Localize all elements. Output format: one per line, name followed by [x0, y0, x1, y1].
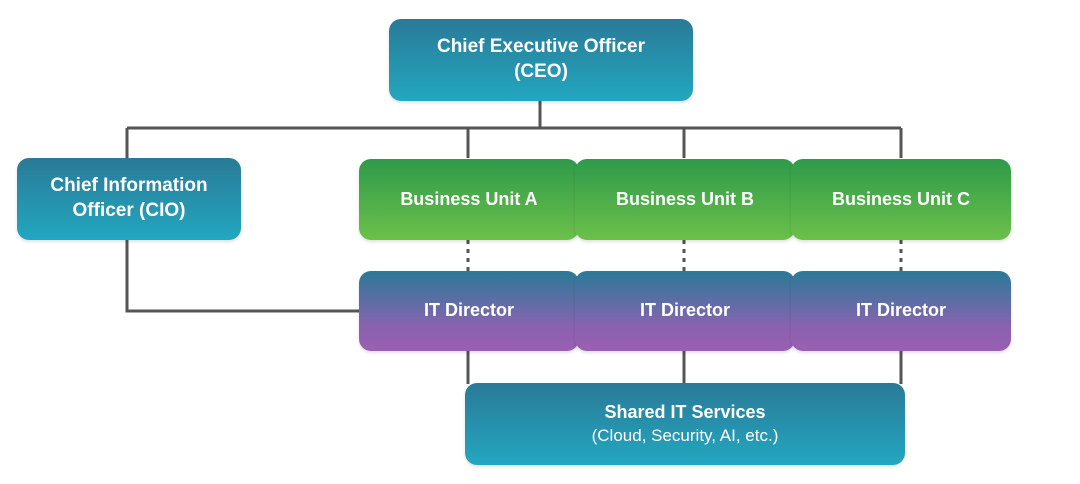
business-unit-a-label: Business Unit A — [400, 188, 538, 209]
cio-title-line2: Officer (CIO) — [72, 200, 186, 221]
cio-title-line1: Chief Information — [50, 175, 208, 197]
it-director-c-box: IT Director — [791, 271, 1011, 351]
cio-to-it-line — [125, 238, 360, 313]
shared-it-services-title: Shared IT Services — [604, 402, 766, 423]
business-unit-c-label: Business Unit C — [831, 188, 971, 209]
it-director-a-label: IT Director — [423, 300, 515, 321]
ceo-box: Chief Executive Officer (CEO) — [389, 19, 693, 101]
ceo-abbrev: (CEO) — [514, 61, 568, 82]
ceo-title: Chief Executive Officer — [436, 36, 646, 58]
business-unit-a-box: Business Unit A — [359, 159, 579, 240]
business-unit-b-box: Business Unit B — [575, 159, 795, 240]
it-director-a-box: IT Director — [359, 271, 579, 351]
shared-it-services-subtitle: (Cloud, Security, AI, etc.) — [591, 425, 779, 445]
business-unit-c-box: Business Unit C — [791, 159, 1011, 240]
it-director-c-label: IT Director — [855, 300, 947, 321]
business-unit-b-label: Business Unit B — [615, 188, 755, 209]
it-director-b-label: IT Director — [639, 300, 731, 321]
cio-box: Chief Information Officer (CIO) — [17, 158, 241, 240]
shared-it-services-box: Shared IT Services (Cloud, Security, AI,… — [465, 383, 905, 465]
it-director-b-box: IT Director — [575, 271, 795, 351]
